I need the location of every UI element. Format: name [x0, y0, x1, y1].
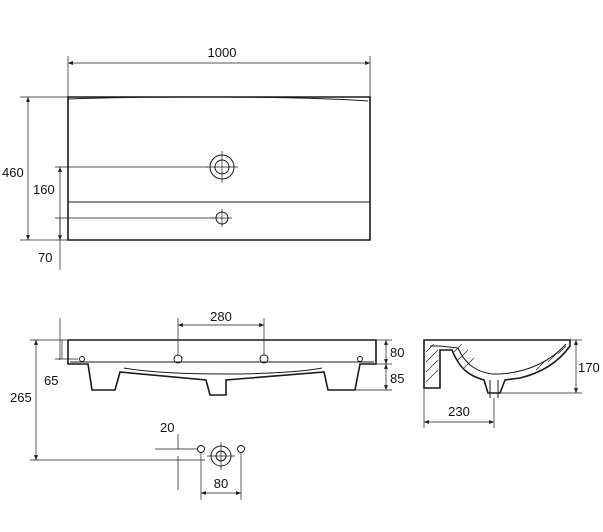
dim-label-20: 20	[160, 420, 174, 435]
front-view-inner-curve	[123, 367, 323, 375]
dim-label-drain-80: 80	[214, 476, 228, 491]
top-view-rim-curve	[67, 96, 369, 102]
front-view: 280 265 65 80 85	[10, 309, 404, 461]
dim-label-1000: 1000	[208, 45, 237, 60]
dim-label-160: 160	[33, 182, 55, 197]
side-section-hatch	[425, 343, 567, 383]
front-view-outline	[67, 339, 377, 396]
drain-center-hole-icon	[207, 442, 235, 470]
dim-label-230: 230	[448, 404, 470, 419]
dim-label-65: 65	[44, 373, 58, 388]
dim-label-80: 80	[390, 345, 404, 360]
top-view: 1000 460 160 70	[2, 45, 371, 270]
drain-detail-view: 20 80	[155, 420, 245, 500]
drain-right-hole-icon	[237, 445, 245, 453]
dim-label-170: 170	[578, 360, 600, 375]
dim-label-265: 265	[10, 390, 32, 405]
side-drain-icon	[489, 380, 499, 398]
front-side-hole-right-icon	[357, 356, 363, 362]
front-side-hole-left-icon	[79, 356, 85, 362]
dim-label-85: 85	[390, 371, 404, 386]
side-section-view: 170 230	[423, 339, 600, 428]
dim-label-70: 70	[38, 250, 52, 265]
top-view-outline	[67, 96, 371, 241]
overflow-hole-icon	[212, 209, 232, 227]
drain-left-hole-icon	[197, 445, 205, 453]
dim-label-280: 280	[210, 309, 232, 324]
side-section-inner	[430, 343, 567, 375]
tap-hole-icon	[206, 151, 238, 183]
dim-label-460: 460	[2, 165, 24, 180]
side-section-outline	[423, 339, 571, 394]
